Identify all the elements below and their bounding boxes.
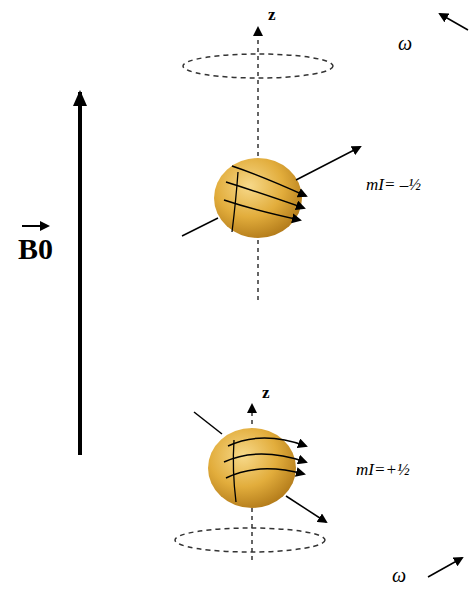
field-arrow: [78, 92, 82, 455]
spin-axis: [194, 412, 222, 434]
precession-path: [183, 54, 333, 78]
rotation-arrow: [440, 14, 468, 30]
spin-state-label: mI=+½: [356, 461, 410, 480]
vector-sign: [22, 225, 48, 227]
field-label: B0: [18, 232, 53, 265]
frequency-label: ω: [392, 564, 406, 586]
current-loop: [224, 454, 306, 462]
precession-path: [175, 528, 325, 552]
current-loop: [226, 469, 304, 478]
spin-axis: [286, 496, 326, 522]
nucleus: [214, 158, 302, 238]
rotation-arrow: [428, 558, 462, 577]
axis-label: z: [268, 6, 276, 25]
axis-label: z: [262, 384, 270, 403]
current-loop: [233, 440, 236, 502]
spin-state-label: mI= –½: [366, 176, 421, 195]
spin-axis: [296, 147, 360, 180]
frequency-label: ω: [398, 32, 412, 54]
current-loop: [228, 438, 306, 446]
current-loop: [232, 166, 306, 196]
current-loop: [232, 172, 238, 232]
spin-axis: [182, 218, 218, 236]
